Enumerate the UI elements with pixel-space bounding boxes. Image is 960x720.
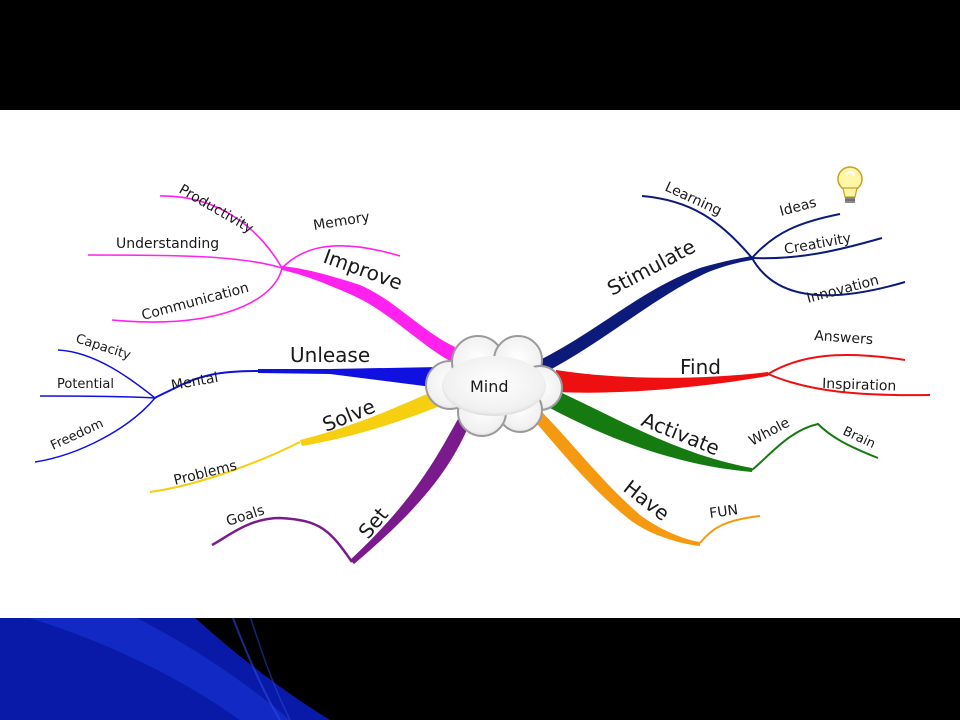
understanding-label: Understanding (116, 236, 219, 252)
improve-trunk (282, 266, 455, 362)
solve-trunk (300, 392, 440, 446)
set-trunk (350, 412, 472, 564)
slide-swoosh (0, 400, 330, 720)
stimulate-trunk (536, 256, 752, 375)
activate-trunk (550, 392, 752, 472)
lightbulb-icon (837, 166, 863, 203)
center-label: Mind (470, 377, 509, 396)
answers-label: Answers (814, 328, 874, 348)
find-trunk (556, 370, 768, 393)
cloud-icon (425, 335, 563, 437)
branch-find: Find Answers Inspiration (556, 328, 931, 397)
unlease-label: Unlease (290, 343, 370, 367)
potential-label: Potential (57, 377, 114, 392)
unlease-trunk (258, 367, 440, 388)
mind-map-canvas: Improve Memory Productivity Understandin… (0, 110, 960, 618)
inspiration-label: Inspiration (822, 376, 897, 395)
find-label: Find (680, 355, 721, 379)
have-trunk (532, 408, 700, 546)
branch-set: Set Goals (211, 412, 472, 564)
fun-label: FUN (708, 502, 739, 522)
